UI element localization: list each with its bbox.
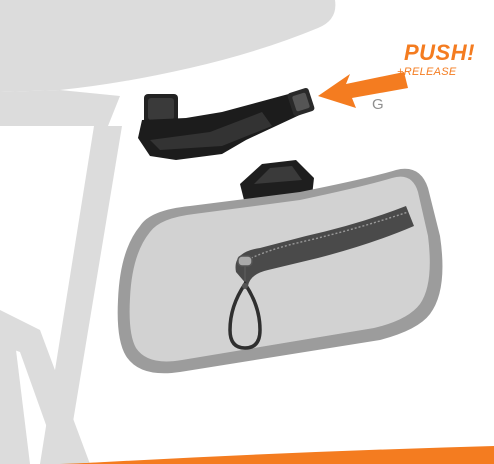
saddle-mount [138, 87, 315, 160]
seat-post-top [0, 90, 120, 126]
step-label: G [372, 96, 384, 113]
saddle [0, 0, 335, 92]
push-callout-title: PUSH! [404, 40, 475, 66]
arrow-icon [318, 72, 408, 108]
saddle-bag [118, 169, 443, 373]
push-callout-subtitle: +RELEASE [397, 66, 457, 78]
